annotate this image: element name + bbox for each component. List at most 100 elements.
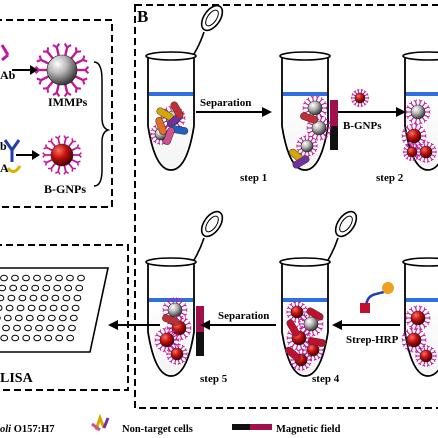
elisa-well <box>11 334 20 342</box>
tubes <box>145 4 438 377</box>
elisa-well <box>14 314 23 322</box>
magnet-black <box>196 332 204 356</box>
elisa-well <box>55 274 63 282</box>
elisa-well <box>51 294 60 302</box>
immps-label: IMMPs <box>48 95 88 109</box>
elisa-well <box>60 304 69 312</box>
magnet-red <box>330 100 338 126</box>
strep-hrp-label: Strep-HRP <box>346 334 399 346</box>
elisa-well <box>49 304 58 312</box>
antibody-icon <box>0 44 10 62</box>
tube-step2 <box>401 51 438 171</box>
legend: oli O157:H7 Non-target cells Magnetic fi… <box>0 413 341 435</box>
elisa-well <box>0 284 7 292</box>
bgnp-small <box>350 88 370 108</box>
elisa-well <box>64 284 73 292</box>
elisa-well <box>44 274 52 282</box>
arrowhead-step5 <box>200 320 210 330</box>
tube-step3 <box>401 257 438 377</box>
elisa-wells <box>0 274 85 342</box>
elisa-well <box>75 284 84 292</box>
elisa-well <box>0 334 9 342</box>
tube-step5 <box>145 210 224 377</box>
magnet-red <box>196 306 204 332</box>
step2-label: step 2 <box>376 172 404 184</box>
elisa-well <box>25 314 34 322</box>
step4-label: step 4 <box>312 373 340 385</box>
separation-2-label: Separation <box>218 310 269 322</box>
tube-particle <box>166 343 188 365</box>
yellow-fragment-icon <box>6 165 22 173</box>
elisa-label: LISA <box>0 371 34 386</box>
elisa-well <box>38 304 47 312</box>
step1-label: step 1 <box>240 172 267 184</box>
elisa-border <box>0 244 129 391</box>
elisa-well <box>27 304 36 312</box>
elisa-well <box>29 294 38 302</box>
tube-particle <box>405 99 431 125</box>
separation-1-label: Separation <box>200 97 251 109</box>
arrowhead-elisa <box>108 320 118 330</box>
panel-b-letter: B <box>137 7 148 26</box>
blue-antibody-icon <box>3 139 21 162</box>
elisa-well <box>2 324 10 332</box>
elisa-well <box>58 314 67 322</box>
arrowhead-step4 <box>332 320 342 330</box>
fragment-b-label: b <box>0 139 7 153</box>
legend-target-italic: oli <box>0 424 11 435</box>
elisa-well <box>13 324 21 332</box>
elisa-well <box>0 304 3 312</box>
cell <box>163 127 175 145</box>
tube-particle <box>306 115 332 141</box>
tube-particle <box>415 345 437 367</box>
elisa-well <box>53 284 62 292</box>
elisa-well <box>69 314 78 322</box>
cell <box>162 314 180 326</box>
cell <box>292 155 310 169</box>
elisa-well <box>68 324 76 332</box>
elisa-well <box>0 294 5 302</box>
nontarget-cells-icon <box>91 413 110 432</box>
elisa-well <box>66 334 75 342</box>
cell <box>170 101 184 119</box>
tube-step1 <box>279 51 338 171</box>
brace <box>93 61 111 187</box>
elisa-well <box>18 294 27 302</box>
elisa-well <box>31 284 40 292</box>
elisa-well <box>71 304 80 312</box>
elisa-well <box>62 294 71 302</box>
magnetic-field-icon <box>232 424 272 430</box>
elisa-well <box>7 294 16 302</box>
arrowhead-immps <box>30 65 38 75</box>
tube-particle <box>296 135 318 157</box>
arrowhead-bgnps <box>32 150 40 160</box>
tube-particle <box>405 305 431 331</box>
tube-step4 <box>279 210 358 377</box>
immp-sphere <box>34 42 90 98</box>
cell <box>300 112 318 124</box>
elisa-well <box>55 334 64 342</box>
immp-particle <box>34 42 90 98</box>
elisa-well <box>20 284 29 292</box>
elisa-well <box>40 294 49 302</box>
cell <box>155 117 167 135</box>
elisa-well <box>35 324 43 332</box>
elisa-well <box>22 274 30 282</box>
tube-particle <box>154 327 180 353</box>
elisa-well <box>46 324 54 332</box>
elisa-well <box>77 274 85 282</box>
elisa-well <box>0 274 8 282</box>
elisa-well <box>33 334 42 342</box>
elisa-well <box>44 334 53 342</box>
elisa-well <box>24 324 32 332</box>
arrowhead-step1 <box>262 107 272 117</box>
arrowhead-step2 <box>396 107 406 117</box>
tube-particle <box>402 142 422 162</box>
legend-target-label: oli O157:H7 <box>0 424 55 435</box>
legend-magnetic-label: Magnetic field <box>276 424 341 435</box>
bgnp-icon <box>350 88 370 108</box>
tube-initial <box>145 4 224 171</box>
legend-target-rest: O157:H7 <box>11 424 54 435</box>
strep-hrp-icon <box>360 282 394 313</box>
